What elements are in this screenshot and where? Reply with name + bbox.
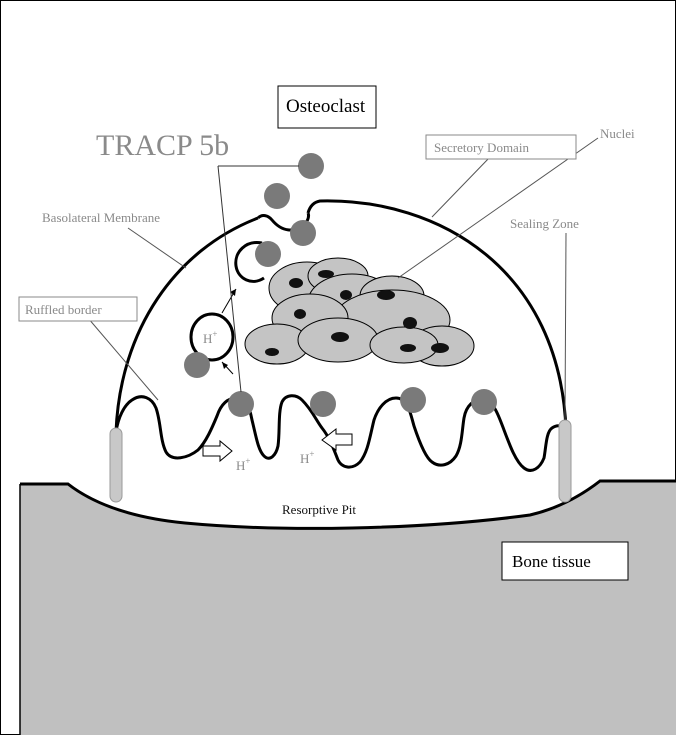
sealing-zone-label: Sealing Zone (510, 216, 579, 231)
sealing-zone-left (110, 428, 122, 502)
secretory-domain-label: Secretory Domain (434, 140, 529, 155)
sealing-zone-right (559, 420, 571, 502)
basolateral-membrane-label: Basolateral Membrane (42, 210, 160, 225)
tracp-label: TRACP 5b (96, 129, 229, 162)
nuclei-label: Nuclei (600, 126, 635, 141)
resorptive-pit-label: Resorptive Pit (282, 502, 356, 517)
ruffled-border-label: Ruffled border (25, 302, 102, 317)
osteoclast-label: Osteoclast (286, 96, 366, 117)
bone-tissue-label: Bone tissue (512, 552, 591, 571)
